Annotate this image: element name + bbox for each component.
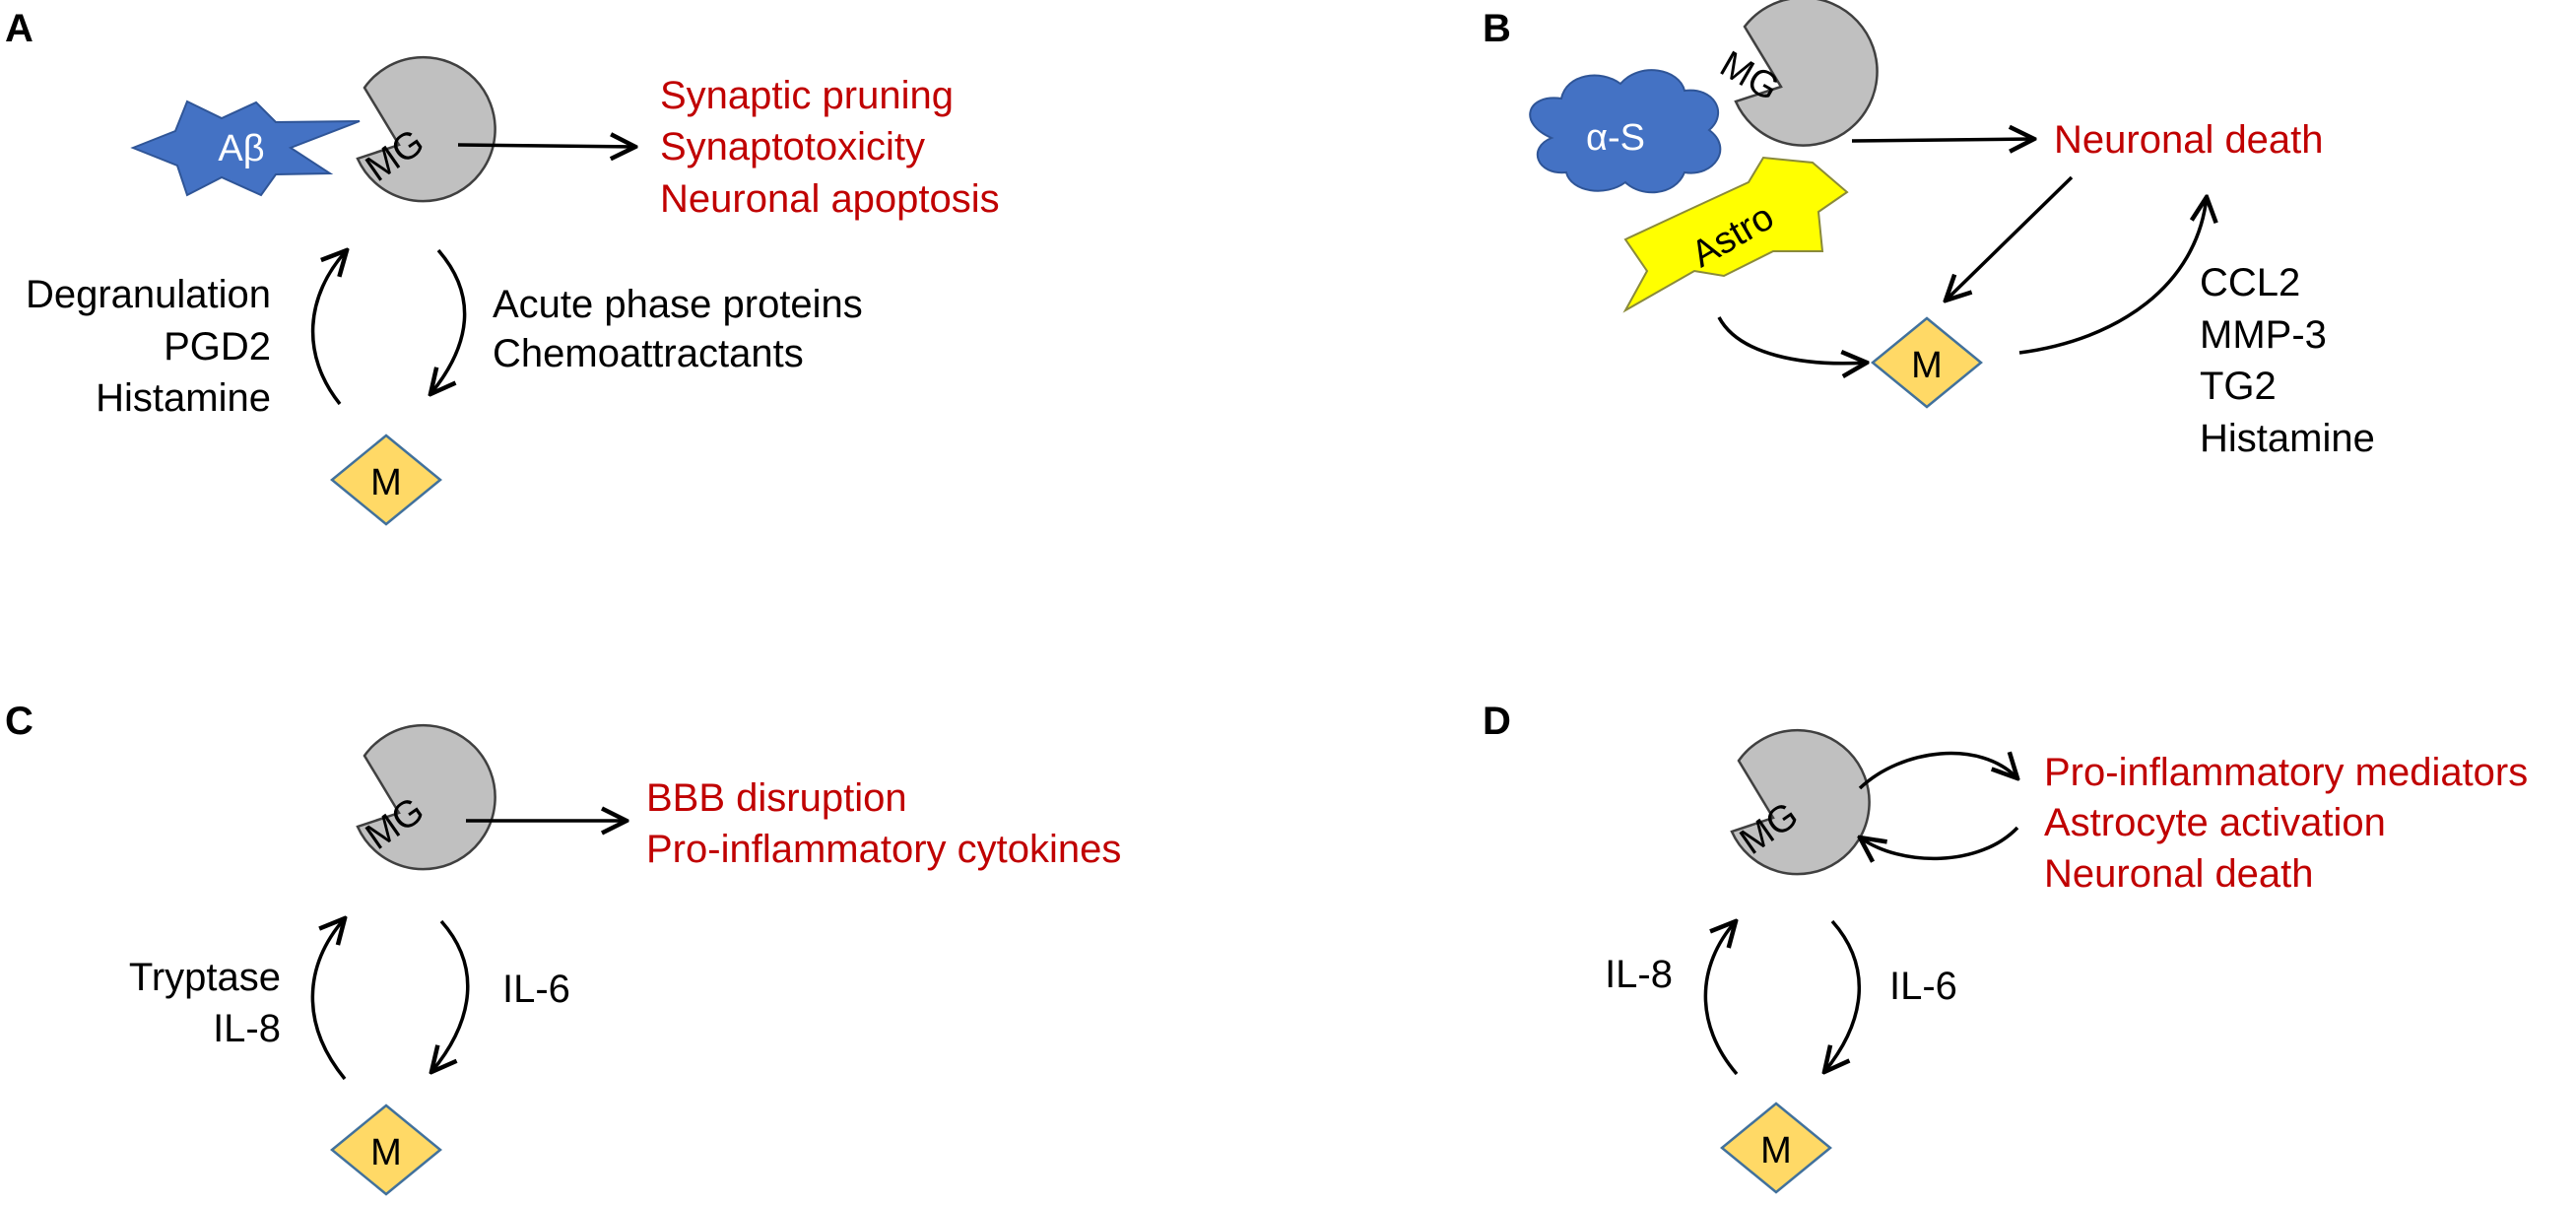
arrow-b-outcome-to-mast [1946,175,2074,301]
arrow-b-mast-to-outcome [2018,197,2207,355]
mediators-a-left: Degranulation PGD2 Histamine [26,273,271,420]
mediator-d-right: IL-6 [1889,965,1957,1008]
mast-cell-a-shape [330,434,442,526]
mediator-b-3: TG2 [2200,365,2277,408]
arrow-d-mast-to-microglia [1703,921,1737,1076]
mast-cell-b: M [1871,316,1983,409]
panel-a: A Aβ MG Synaptic pruning Synaptotoxicity… [5,7,1000,526]
mediator-c-left-2: IL-8 [213,1007,281,1050]
mediator-a-left-2: PGD2 [164,325,271,368]
outcomes-d: Pro-inflammatory mediators Astrocyte act… [2044,751,2528,896]
microglia-b: MG [1713,0,1879,147]
mediator-a-left-1: Degranulation [26,273,271,316]
microglia-b-shape [1734,0,1879,147]
arrow-a-outcome [457,145,635,147]
microglia-a-shape [356,55,496,203]
mediator-b-4: Histamine [2200,417,2375,460]
mast-cell-c: M [330,1104,442,1196]
panel-d-label: D [1483,700,1511,743]
microglia-d-shape [1730,728,1871,876]
mediator-a-left-3: Histamine [96,376,271,420]
mast-cell-b-shape [1871,316,1983,409]
arrow-a-microglia-to-mast [430,248,467,394]
mediators-a-right: Acute phase proteins Chemoattractants [493,283,863,375]
mast-cell-d: M [1720,1102,1832,1194]
arrow-d-microglia-to-mast [1824,919,1861,1072]
microglia-c: MG [356,723,496,871]
alpha-synuclein-label: α-S [1586,117,1645,159]
arrow-d-outcomes-to-microglia [1860,826,2019,858]
arrow-b-astro-to-mast [1717,316,1867,364]
arrow-c-mast-to-microglia [310,918,345,1081]
outcome-b: Neuronal death [2054,118,2324,162]
mast-cell-c-label: M [370,1132,402,1173]
outcome-a-3: Neuronal apoptosis [660,177,1000,221]
mediator-a-right-2: Chemoattractants [493,332,804,375]
panel-c: C MG BBB disruption Pro-inflammatory cyt… [5,700,1121,1196]
astrocyte-shape [1622,156,1849,313]
mediator-a-right-1: Acute phase proteins [493,283,863,326]
outcome-a-2: Synaptotoxicity [660,125,925,168]
microglia-c-shape [356,723,496,871]
mediator-b-1: CCL2 [2200,261,2300,304]
panel-c-label: C [5,700,33,743]
outcome-c-2: Pro-inflammatory cytokines [646,828,1121,871]
panel-b: B α-S MG Astro Neuronal death M CCL2 MMP… [1483,0,2375,460]
astrocyte: Astro [1622,156,1849,313]
mediator-b-2: MMP-3 [2200,313,2327,357]
outcomes-a: Synaptic pruning Synaptotoxicity Neurona… [660,74,1000,221]
mediator-c-right: IL-6 [502,968,570,1011]
amyloid-beta-shape [130,100,361,197]
outcome-d-1: Pro-inflammatory mediators [2044,751,2528,794]
panel-a-label: A [5,7,33,50]
mast-cell-c-shape [330,1104,442,1196]
outcome-d-2: Astrocyte activation [2044,801,2386,844]
alpha-synuclein-shape [1529,69,1722,194]
arrow-c-microglia-to-mast [431,919,470,1072]
mediator-d-left: IL-8 [1605,953,1673,996]
mediators-b: CCL2 MMP-3 TG2 Histamine [2200,261,2375,460]
microglia-a: MG [356,55,496,203]
mediator-c-left-1: Tryptase [129,956,281,999]
mast-cell-d-shape [1720,1102,1832,1194]
outcome-c-1: BBB disruption [646,776,907,820]
mast-cell-b-label: M [1911,345,1943,386]
mediators-c-left: Tryptase IL-8 [129,956,281,1050]
outcome-a-1: Synaptic pruning [660,74,954,117]
arrow-d-microglia-to-outcomes [1858,754,2017,790]
outcome-d-3: Neuronal death [2044,852,2314,896]
outcomes-c: BBB disruption Pro-inflammatory cytokine… [646,776,1121,871]
amyloid-beta-burst: Aβ [130,100,361,197]
panel-b-label: B [1483,7,1511,50]
alpha-synuclein-cloud: α-S [1529,69,1722,194]
amyloid-beta-label: Aβ [218,128,264,169]
mast-cell-d-label: M [1760,1130,1792,1172]
mast-cell-a-label: M [370,462,402,503]
arrow-a-mast-to-microglia [310,250,347,406]
mast-cell-a: M [330,434,442,526]
microglia-d: MG [1730,728,1871,876]
panel-d: D MG Pro-inflammatory mediators Astrocyt… [1483,700,2528,1194]
arrow-b-outcome [1851,139,2034,141]
